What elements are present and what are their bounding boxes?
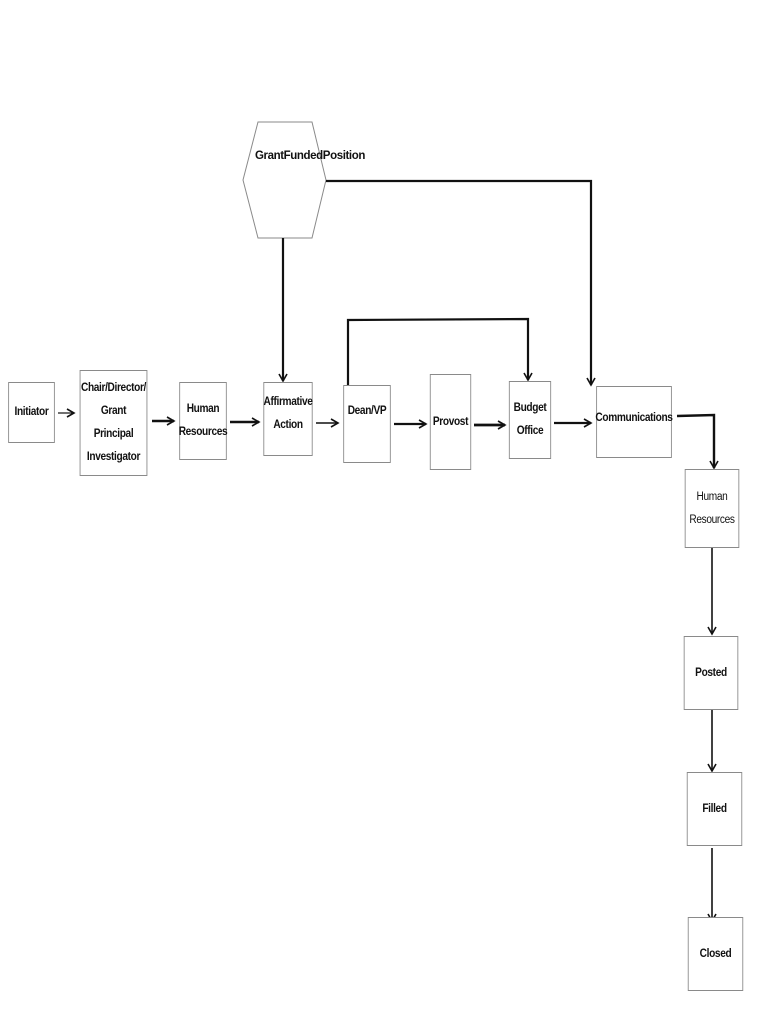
label-line: Human — [696, 490, 728, 503]
label-line: Grant Principal — [93, 405, 134, 440]
label-line: Provost — [432, 416, 469, 428]
node-dean-vp-label: Dean/VP — [348, 400, 387, 423]
node-posted-label: Posted — [695, 662, 727, 685]
node-communications: Communications — [595, 386, 673, 458]
node-posted: Posted — [683, 636, 739, 710]
label-line: Filled — [702, 802, 727, 815]
node-provost-label: Provost — [432, 411, 469, 434]
label-line: Affirmative — [263, 396, 313, 408]
label-line: Investigator — [86, 451, 141, 463]
node-grant-shape — [242, 121, 327, 239]
label-line: Funded — [283, 150, 324, 162]
label-line: Resources — [689, 513, 735, 526]
node-provost: Provost — [429, 374, 472, 470]
label-line: Grant — [255, 150, 284, 162]
node-grant-funded-position: GrantFundedPosition — [255, 145, 365, 168]
node-initiator: Initiator — [8, 382, 55, 443]
label-line: Chair/Director/ — [80, 382, 147, 394]
label-line: Budget — [513, 402, 547, 414]
edges — [58, 179, 719, 923]
node-initiator-label: Initiator — [15, 401, 49, 424]
edge-grant-comm — [326, 179, 596, 387]
label-line: Action — [273, 419, 303, 431]
label-line: Initiator — [14, 406, 49, 418]
label-line: Closed — [699, 947, 732, 960]
node-closed-label: Closed — [700, 943, 732, 966]
label-line: Communications — [595, 412, 673, 424]
label-line: Office — [516, 425, 544, 437]
label-line: Posted — [695, 666, 727, 679]
label-line: Dean/VP — [347, 405, 387, 417]
edge-comm-hr2 — [676, 413, 719, 470]
label-line: Position — [322, 150, 366, 162]
label-line: Resources — [178, 426, 228, 438]
node-grant-label: GrantFundedPosition — [255, 145, 365, 168]
edge-dean-budget — [346, 317, 533, 385]
node-closed: Closed — [687, 917, 744, 991]
node-filled-label: Filled — [702, 798, 727, 821]
node-filled: Filled — [686, 772, 743, 846]
node-dean-vp: Dean/VP — [343, 385, 391, 463]
label-line: Human — [186, 403, 220, 415]
node-communications-label: Communications — [595, 407, 673, 430]
